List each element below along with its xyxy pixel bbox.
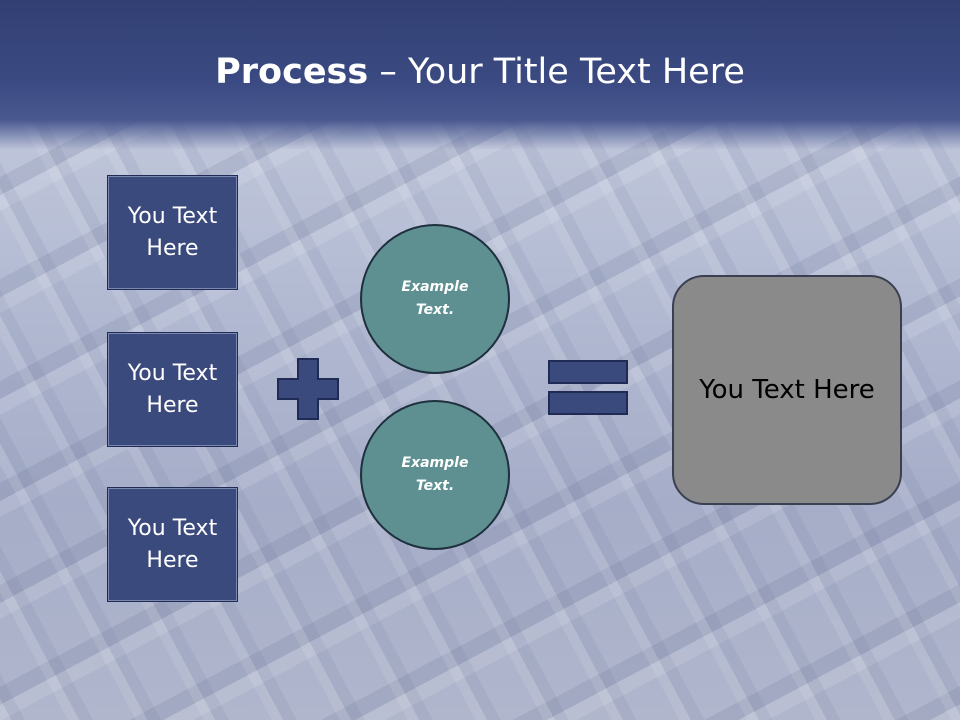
title-rest: – Your Title Text Here [368, 52, 745, 92]
title-bold: Process [215, 52, 369, 92]
text-box-3: You Text Here [107, 487, 238, 602]
header-band [0, 0, 960, 150]
example-circle-1: Example Text. [360, 224, 510, 374]
slide-title: Process – Your Title Text Here [0, 52, 960, 92]
equals-icon [548, 360, 628, 415]
result-box: You Text Here [672, 275, 902, 505]
text-box-2: You Text Here [107, 332, 238, 447]
plus-icon [277, 358, 339, 420]
text-box-1: You Text Here [107, 175, 238, 290]
example-circle-2: Example Text. [360, 400, 510, 550]
